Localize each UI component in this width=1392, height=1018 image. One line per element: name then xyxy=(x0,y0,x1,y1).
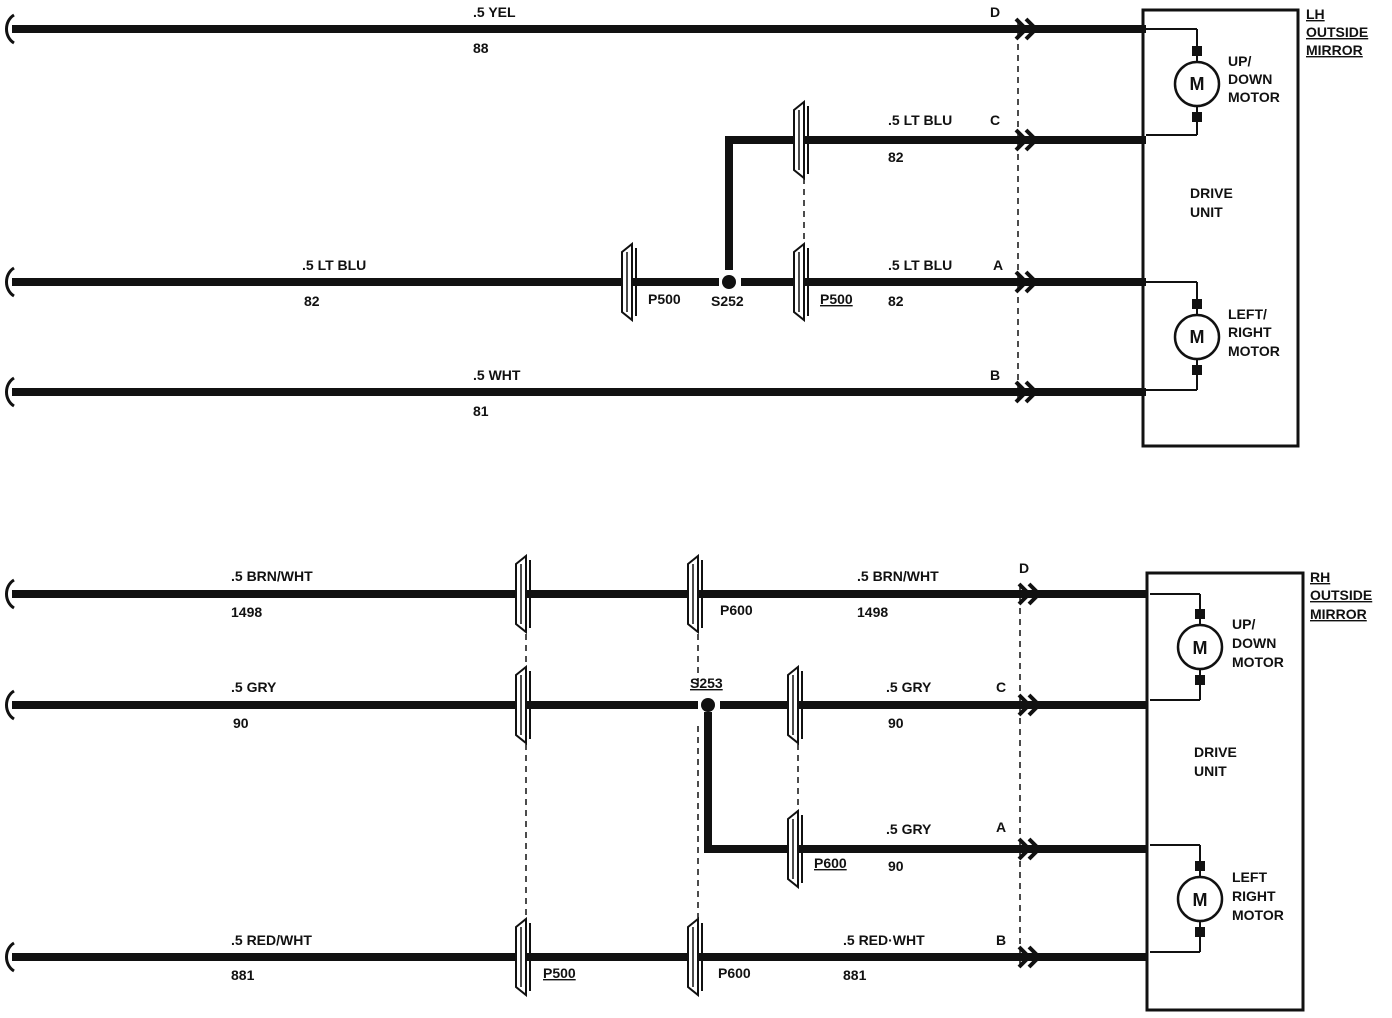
connector-label: P600 xyxy=(814,855,847,871)
drive-unit-label: UNIT xyxy=(1194,763,1227,779)
lh-mirror-circuit: M M LH OUTSIDE MIRROR UP/ DOWN MOTOR DRI… xyxy=(5,4,1368,448)
splice-label: S253 xyxy=(690,675,723,691)
motor-label: DOWN xyxy=(1228,71,1272,87)
circuit-number: 90 xyxy=(888,715,904,731)
wire-color-label: .5 LT BLU xyxy=(888,257,952,273)
drive-unit-label: DRIVE xyxy=(1190,185,1233,201)
rh-drive-unit-box xyxy=(1145,571,1305,1012)
connector-label: P600 xyxy=(718,965,751,981)
motor-label: LEFT/ xyxy=(1228,306,1267,322)
pin-label: D xyxy=(1019,560,1029,576)
connector-label: P500 xyxy=(543,965,576,981)
lh-mirror-title: OUTSIDE xyxy=(1306,24,1368,40)
connector-label: P500 xyxy=(648,291,681,307)
wire-color-label: .5 WHT xyxy=(473,367,521,383)
pin-label: A xyxy=(996,819,1006,835)
lh-mirror-title: LH xyxy=(1306,6,1325,22)
motor-symbol: M xyxy=(1190,74,1205,94)
splice-dot xyxy=(722,275,736,289)
circuit-number: 881 xyxy=(231,967,255,983)
connector-label: P500 xyxy=(820,291,853,307)
motor-label: MOTOR xyxy=(1232,654,1284,670)
wire-lh-82-c xyxy=(725,136,1146,270)
wire-color-label: .5 BRN/WHT xyxy=(857,568,939,584)
circuit-number: 81 xyxy=(473,403,489,419)
pin-label: B xyxy=(996,932,1006,948)
motor-label: UP/ xyxy=(1228,53,1251,69)
motor-label: MOTOR xyxy=(1228,343,1280,359)
motor-symbol: M xyxy=(1193,638,1208,658)
motor-symbol: M xyxy=(1193,890,1208,910)
motor-label: DOWN xyxy=(1232,635,1276,651)
wire-color-label: .5 RED/WHT xyxy=(231,932,312,948)
pin-label: C xyxy=(996,679,1006,695)
wire-color-label: .5 YEL xyxy=(473,4,516,20)
rh-mirror-circuit: M M RH OUTSIDE MIRROR UP/ DOWN MOTOR DRI… xyxy=(5,555,1372,1012)
pin-label: D xyxy=(990,4,1000,20)
motor-label: RIGHT xyxy=(1228,324,1272,340)
splice-label: S252 xyxy=(711,293,744,309)
drive-unit-label: DRIVE xyxy=(1194,744,1237,760)
wire-color-label: .5 BRN/WHT xyxy=(231,568,313,584)
splice-dot xyxy=(701,698,715,712)
circuit-number: 82 xyxy=(888,149,904,165)
rh-mirror-title: MIRROR xyxy=(1310,606,1367,622)
pin-label: B xyxy=(990,367,1000,383)
drive-unit-label: UNIT xyxy=(1190,204,1223,220)
circuit-number: 82 xyxy=(304,293,320,309)
circuit-number: 1498 xyxy=(231,604,262,620)
wire-color-label: .5 RED·WHT xyxy=(843,932,925,948)
rh-mirror-title: RH xyxy=(1310,569,1330,585)
connector-label: P600 xyxy=(720,602,753,618)
motor-label: RIGHT xyxy=(1232,888,1276,904)
wire-rh-90-a xyxy=(704,712,1146,853)
circuit-number: 90 xyxy=(888,858,904,874)
wire-color-label: .5 GRY xyxy=(886,821,932,837)
motor-label: LEFT xyxy=(1232,869,1267,885)
wire-color-label: .5 LT BLU xyxy=(888,112,952,128)
pin-label: C xyxy=(990,112,1000,128)
rh-mirror-title: OUTSIDE xyxy=(1310,587,1372,603)
wire-color-label: .5 GRY xyxy=(231,679,277,695)
circuit-number: 1498 xyxy=(857,604,888,620)
lh-mirror-title: MIRROR xyxy=(1306,42,1363,58)
lh-drive-unit-box xyxy=(1141,8,1300,448)
motor-label: MOTOR xyxy=(1228,89,1280,105)
circuit-number: 82 xyxy=(888,293,904,309)
motor-label: MOTOR xyxy=(1232,907,1284,923)
pin-label: A xyxy=(993,257,1003,273)
wire-color-label: .5 GRY xyxy=(886,679,932,695)
circuit-number: 881 xyxy=(843,967,867,983)
motor-symbol: M xyxy=(1190,327,1205,347)
circuit-number: 88 xyxy=(473,40,489,56)
wire-color-label: .5 LT BLU xyxy=(302,257,366,273)
circuit-number: 90 xyxy=(233,715,249,731)
motor-label: UP/ xyxy=(1232,616,1255,632)
